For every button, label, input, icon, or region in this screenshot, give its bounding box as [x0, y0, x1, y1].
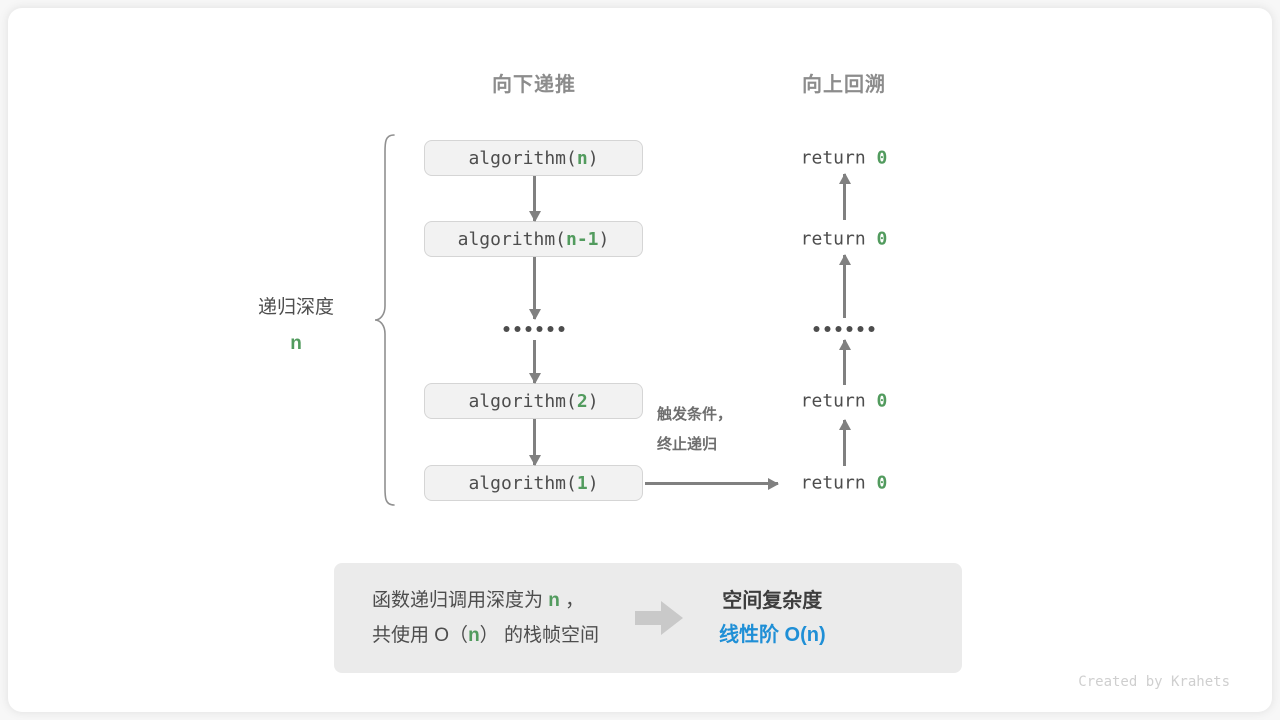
call-close-2: ): [587, 390, 599, 412]
call-fn-3: algorithm(: [468, 472, 577, 494]
up-arrow-2: [843, 340, 846, 385]
diagram-card: 向下递推 向上回溯 递归深度 n algorithm(n) algorithm(…: [8, 8, 1272, 712]
terminate-note-line2: 终止递归: [657, 436, 718, 453]
implies-arrow-icon: [634, 601, 683, 635]
return-value-2: 0: [876, 390, 888, 412]
summary-description: 函数递归调用深度为 n ， 共使用 O（n） 的栈帧空间: [372, 583, 599, 653]
call-box-2: algorithm(2): [424, 383, 643, 419]
return-text-3: return: [800, 472, 877, 494]
return-row-1: return 0: [801, 229, 888, 250]
column-header-backtrack-up: 向上回溯: [802, 74, 886, 96]
call-box-3: algorithm(1): [424, 465, 643, 501]
recursion-depth-label: 递归深度 n: [258, 290, 334, 362]
summary-line2-text-b: ） 的栈帧空间: [479, 625, 599, 646]
summary-line2-n: n: [468, 625, 480, 646]
call-fn-2: algorithm(: [468, 390, 577, 412]
return-value-3: 0: [876, 472, 888, 494]
space-complexity-title: 空间复杂度: [722, 590, 823, 612]
summary-conclusion: 空间复杂度 线性阶 O(n): [719, 584, 826, 652]
summary-line-2: 共使用 O（n） 的栈帧空间: [372, 618, 599, 653]
return-row-3: return 0: [801, 473, 888, 494]
up-arrow-1: [843, 255, 846, 318]
return-text-1: return: [800, 228, 877, 250]
down-arrow-1: [533, 257, 536, 319]
call-arg-2: 2: [576, 390, 588, 412]
call-arg-1: n-1: [566, 228, 599, 250]
call-arg-0: n: [576, 147, 588, 169]
return-value-1: 0: [876, 228, 888, 250]
summary-line2-text-a: 共使用 O（: [372, 625, 469, 646]
call-fn-1: algorithm(: [457, 228, 566, 250]
column-header-recurse-down: 向下递推: [492, 74, 576, 96]
return-text-2: return: [800, 390, 877, 412]
call-box-1: algorithm(n-1): [424, 221, 643, 257]
summary-line1-text-b: ，: [559, 589, 585, 611]
return-text-0: return: [800, 147, 877, 169]
return-row-0: return 0: [801, 148, 888, 169]
recursion-depth-value: n: [290, 333, 302, 355]
return-row-2: return 0: [801, 391, 888, 412]
terminate-note-line1: 触发条件，: [657, 406, 733, 423]
recursion-depth-text: 递归深度: [257, 297, 335, 318]
ellipsis-left: [503, 326, 565, 332]
ellipsis-right: [813, 326, 875, 332]
down-arrow-0: [533, 176, 536, 221]
space-complexity-value: 线性阶 O(n): [718, 624, 826, 646]
down-arrow-2: [533, 340, 536, 383]
up-arrow-3: [843, 420, 846, 466]
credit-text: Created by Krahets: [1078, 674, 1230, 690]
up-arrow-0: [843, 174, 846, 220]
call-arg-3: 1: [576, 472, 588, 494]
summary-panel: 函数递归调用深度为 n ， 共使用 O（n） 的栈帧空间 空间复杂度 线性阶 O…: [334, 563, 962, 673]
call-close-3: ): [587, 472, 599, 494]
summary-line1-text-a: 函数递归调用深度为: [372, 589, 549, 611]
summary-line1-n: n: [548, 589, 560, 611]
base-case-arrow: [645, 482, 778, 485]
call-close-0: ): [587, 147, 599, 169]
terminate-condition-note: 触发条件， 终止递归: [657, 400, 732, 460]
summary-line-1: 函数递归调用深度为 n ，: [372, 583, 599, 618]
call-close-1: ): [598, 228, 610, 250]
down-arrow-3: [533, 419, 536, 465]
call-fn-0: algorithm(: [468, 147, 577, 169]
depth-brace-icon: [374, 134, 395, 506]
return-value-0: 0: [876, 147, 888, 169]
call-box-0: algorithm(n): [424, 140, 643, 176]
